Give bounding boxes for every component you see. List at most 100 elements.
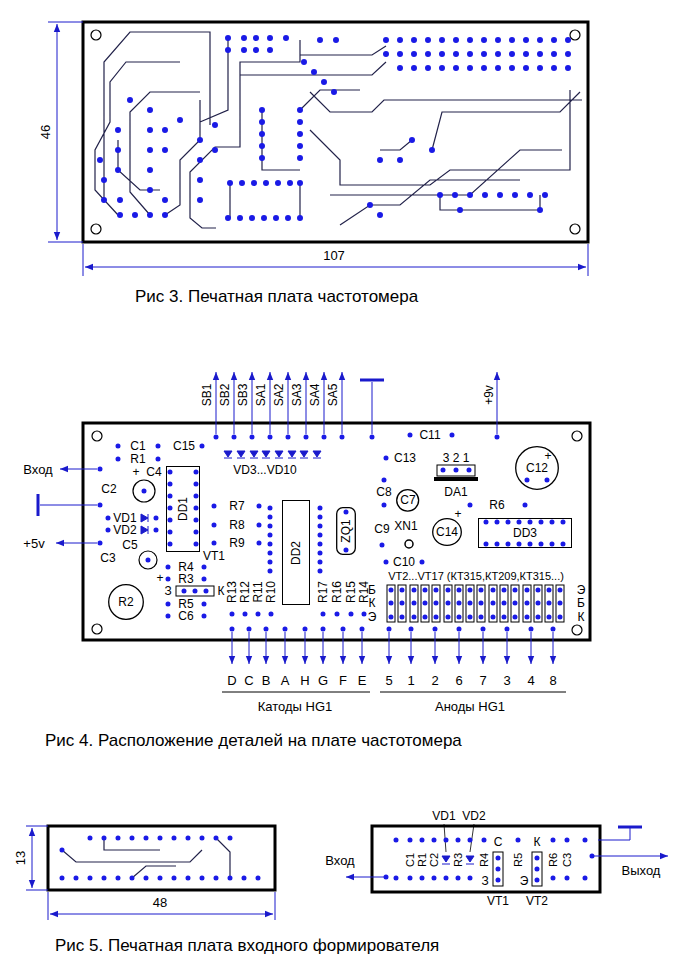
part-label: VD1 [113, 512, 136, 524]
digit-number: 2 [431, 674, 438, 687]
part-label: C8 [376, 486, 391, 498]
polarity-mark: + [132, 466, 139, 478]
part-label: R3 [178, 573, 193, 585]
ground-symbol [40, 382, 372, 505]
dimension-line [50, 914, 273, 915]
part-label: C5 [122, 539, 137, 551]
pcb-fig5 [26, 824, 668, 920]
part-label: VT1 [203, 550, 225, 562]
pin-label: К [218, 585, 225, 597]
part-label: R1 [417, 853, 428, 867]
pin-label: Б [577, 597, 585, 609]
part-label: R12 [239, 581, 251, 603]
pin-label: З [481, 875, 488, 887]
test-socket [405, 540, 413, 548]
part-label: R11 [252, 581, 264, 602]
part-label: C4 [146, 466, 161, 478]
solder-pad [62, 838, 258, 878]
part-label: VD3...VD10 [233, 464, 296, 476]
part-label: R1 [130, 453, 145, 465]
signal-arrow [346, 856, 668, 877]
polarity-mark: + [544, 450, 551, 462]
part-label: R9 [229, 537, 244, 549]
part-label: C1 [130, 440, 145, 452]
dimension-value: 46 [39, 125, 52, 139]
trimmer-outline: R2 [108, 584, 144, 620]
part-label: R17 [317, 581, 329, 603]
mounting-hole [92, 431, 582, 635]
part-label: C13 [394, 452, 416, 464]
board-outline [83, 22, 588, 242]
pin-label: 3 2 1 [443, 452, 470, 464]
switch-name: SB3 [237, 384, 249, 407]
part-label: VT1 [487, 895, 509, 907]
part-label: R3 [453, 853, 464, 867]
part-label: R13 [226, 581, 238, 603]
part-label: C6 [178, 610, 193, 622]
crystal-outline: ZQ1 [336, 507, 356, 555]
segment-name: H [300, 674, 309, 687]
part-label: C2 [101, 483, 116, 495]
part-designator: DD3 [513, 527, 537, 539]
part-label: C15 [173, 440, 195, 452]
pin-label: Э [577, 584, 586, 596]
digit-number: 1 [407, 674, 414, 687]
pcb-fig4 [38, 372, 590, 692]
part-label: C1 [405, 853, 416, 867]
solder-pad [100, 435, 563, 629]
part-label: C3 [100, 552, 115, 564]
capacitor-outline: C12 [515, 446, 559, 490]
dimension-line [85, 267, 586, 268]
part-label: R5 [178, 598, 193, 610]
signal-name: Вход [325, 854, 354, 867]
mounting-hole [91, 30, 580, 234]
part-label: VD2 [462, 810, 485, 822]
board-outline [48, 826, 275, 890]
part-label: R16 [331, 581, 343, 603]
part-label: R7 [229, 500, 244, 512]
figure-caption: Рис 3. Печатная плата частотомера [135, 288, 418, 305]
part-designator: ZQ1 [340, 519, 352, 542]
part-designator: C7 [400, 494, 415, 506]
switch-name: SA1 [255, 384, 267, 407]
chip-outline: DD1 [166, 466, 200, 552]
part-label: VD1 [432, 810, 455, 822]
chip-outline: DD2 [282, 500, 310, 605]
ground-symbol [38, 380, 384, 516]
segment-name: B [262, 674, 271, 687]
part-label: VT2 [526, 895, 548, 907]
part-label: R6 [548, 853, 559, 867]
digit-number: 3 [503, 674, 510, 687]
part-designator: DD2 [290, 540, 302, 564]
part-label: R8 [229, 519, 244, 531]
part-label: XN1 [394, 520, 417, 532]
pin-label: К [369, 597, 376, 609]
part-designator: DD1 [177, 497, 189, 521]
figure-caption: Рис 5. Печатная плата входного формирова… [55, 937, 439, 954]
board-outline [83, 423, 590, 640]
digit-number: 8 [549, 674, 556, 687]
switch-name: SB2 [219, 384, 231, 407]
switch-name: SB1 [201, 384, 213, 407]
dimension-line [26, 826, 275, 920]
polarity-mark: + [156, 572, 163, 584]
segment-name: E [358, 674, 367, 687]
supply-label: +9v [483, 385, 495, 405]
signal-name: Вход [23, 463, 52, 476]
diode-symbol [141, 451, 321, 534]
part-label: R15 [345, 581, 357, 603]
pin-label: З [164, 585, 171, 597]
switch-name: SA4 [309, 384, 321, 407]
capacitor-outline: C7 [396, 489, 419, 512]
digit-number: 5 [385, 674, 392, 687]
part-label: R6 [489, 499, 504, 511]
switch-name: SA3 [291, 384, 303, 407]
segment-name: D [227, 674, 236, 687]
part-note: VT2...VT17 (КТ315,КТ209,КТ315...) [388, 571, 564, 582]
part-label: C11 [419, 429, 440, 441]
dimension-value: 48 [153, 896, 167, 909]
pin-label: Б [368, 584, 376, 596]
segment-name: G [318, 674, 328, 687]
solder-pad [386, 840, 592, 880]
segment-name: A [281, 674, 290, 687]
